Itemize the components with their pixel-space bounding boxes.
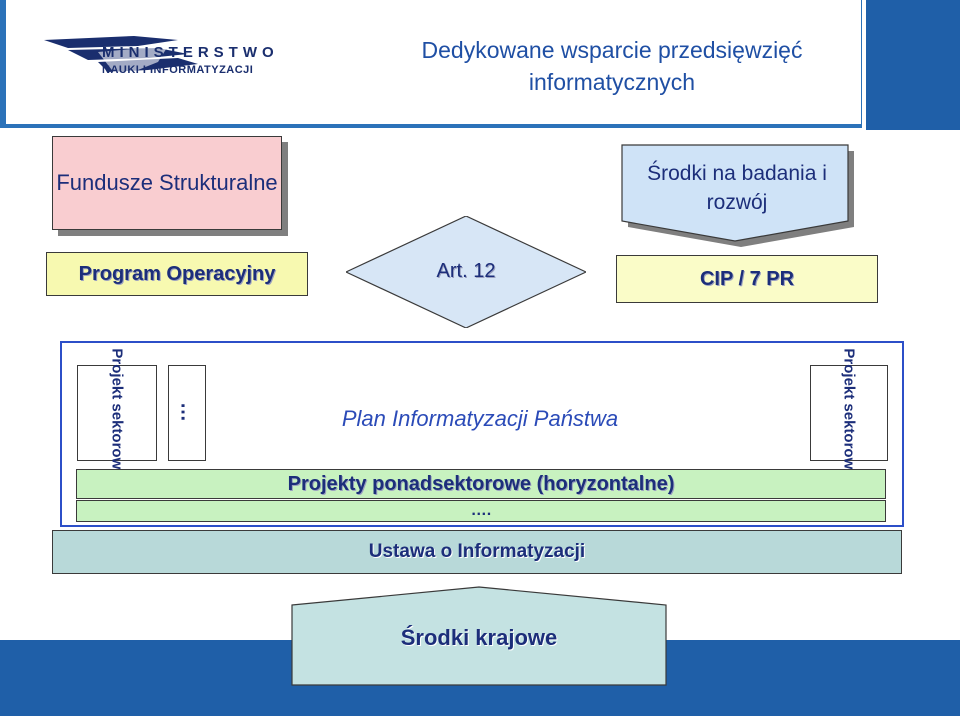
national-funds-shape <box>291 586 667 686</box>
logo-text-line2: NAUKI I INFORMATYZACJI <box>102 64 254 76</box>
header-divider <box>862 0 866 130</box>
operational-program-box: Program Operacyjny <box>46 252 308 296</box>
informatization-act-label: Ustawa o Informatyzacji <box>368 541 586 562</box>
sector-project-left: Projekt sektorowy <box>77 348 157 478</box>
rd-funds-box: Środki na badania i rozwój <box>620 143 854 253</box>
cip-box: CIP / 7 PR <box>616 255 878 303</box>
national-funds-label: Środki krajowe <box>400 625 558 650</box>
cip-label: CIP / 7 PR <box>699 267 795 290</box>
operational-program-label: Program Operacyjny <box>78 262 276 285</box>
horizontal-projects-label: Projekty ponadsektorowe (horyzontalne) <box>287 472 675 495</box>
sector-project-right-label: Projekt sektorowy <box>840 348 858 478</box>
page-title: Dedykowane wsparcie przedsięwzięć inform… <box>421 37 803 95</box>
rd-funds-shape <box>621 144 854 247</box>
sector-project-right: Projekt sektorowy <box>810 348 888 478</box>
informatization-act-bar: Ustawa o Informatyzacji <box>52 530 902 574</box>
horizontal-projects-more-label: …. <box>470 502 492 519</box>
article-12-label: Art. 12 <box>436 260 496 282</box>
plan-title: Plan Informatyzacji Państwa <box>341 406 619 431</box>
article-12-diamond: Art. 12 <box>344 215 588 329</box>
rd-funds-label: Środki na badania i rozwój <box>647 162 827 214</box>
national-funds-box: Środki krajowe <box>290 585 668 687</box>
sector-project-left-label: Projekt sektorowy <box>108 348 126 478</box>
header-right-strip <box>862 0 960 130</box>
ellipsis-box: … <box>168 365 206 461</box>
structural-funds-label: Fundusze Strukturalne <box>56 170 278 195</box>
horizontal-projects-more-bar: …. <box>76 500 886 522</box>
ellipsis-label: … <box>176 402 199 424</box>
logo-text-line1: MINISTERSTWO <box>102 44 279 61</box>
horizontal-projects-bar: Projekty ponadsektorowe (horyzontalne) <box>76 469 886 499</box>
structural-funds-box: Fundusze Strukturalne <box>52 136 282 230</box>
ministry-logo-icon <box>44 36 198 78</box>
